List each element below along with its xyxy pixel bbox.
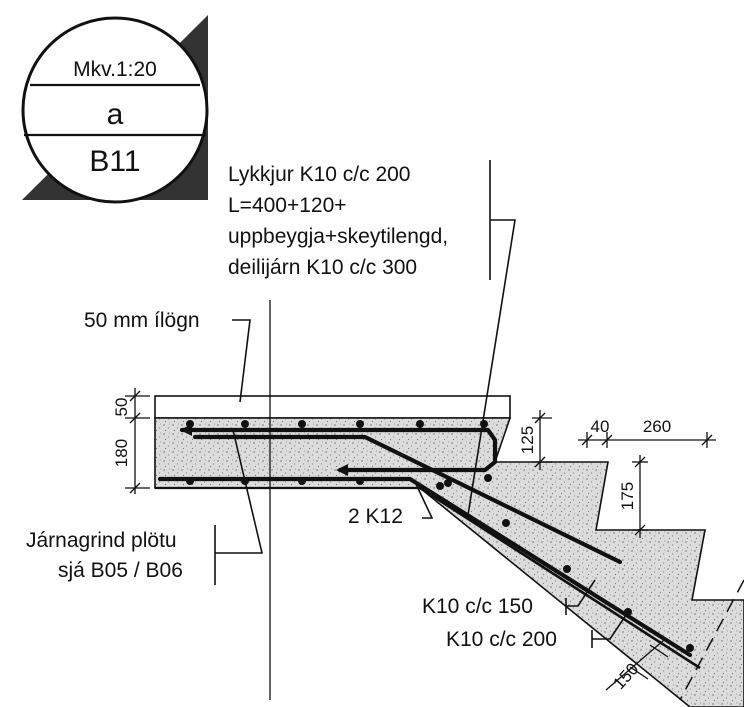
label-lykkjur-3: uppbeygja+skeytilengd, [228, 225, 448, 248]
label-lykkjur-1: Lykkjur K10 c/c 200 [228, 163, 410, 186]
label-lykkjur-2: L=400+120+ [228, 194, 347, 217]
dim-riser: 175 [618, 482, 637, 510]
label-k10-200: K10 c/c 200 [446, 628, 557, 651]
dim-tread: 260 [643, 417, 671, 436]
loop-bar-diagonal [192, 434, 623, 565]
screed-layer [154, 395, 511, 419]
leader-lines [214, 160, 629, 648]
detail-letter: a [107, 98, 124, 131]
sheet-number: B11 [89, 145, 140, 178]
scale-badge: Mkv.1:20 a B11 [21, 15, 209, 204]
dim-screed: 50 [112, 398, 131, 417]
badge-circle [21, 16, 209, 204]
scale-text: Mkv.1:20 [73, 58, 157, 81]
label-slab-cage-2: sjá B05 / B06 [58, 559, 183, 582]
label-lykkjur-4: deilijárn K10 c/c 300 [228, 256, 417, 279]
label-2k12: 2 K12 [348, 505, 403, 528]
dim-slab: 180 [112, 439, 131, 467]
slab-and-stair [154, 417, 744, 707]
dim-top-step: 125 [518, 426, 537, 454]
break-line [679, 579, 744, 701]
label-k10-150: K10 c/c 150 [422, 595, 533, 618]
label-slab-cage-1: Járnagrind plötu [26, 529, 177, 552]
concrete-section [154, 395, 744, 707]
label-screed: 50 mm ílögn [84, 309, 200, 332]
top-loop-bar [179, 427, 498, 473]
dim-nosing: 40 [591, 417, 610, 436]
